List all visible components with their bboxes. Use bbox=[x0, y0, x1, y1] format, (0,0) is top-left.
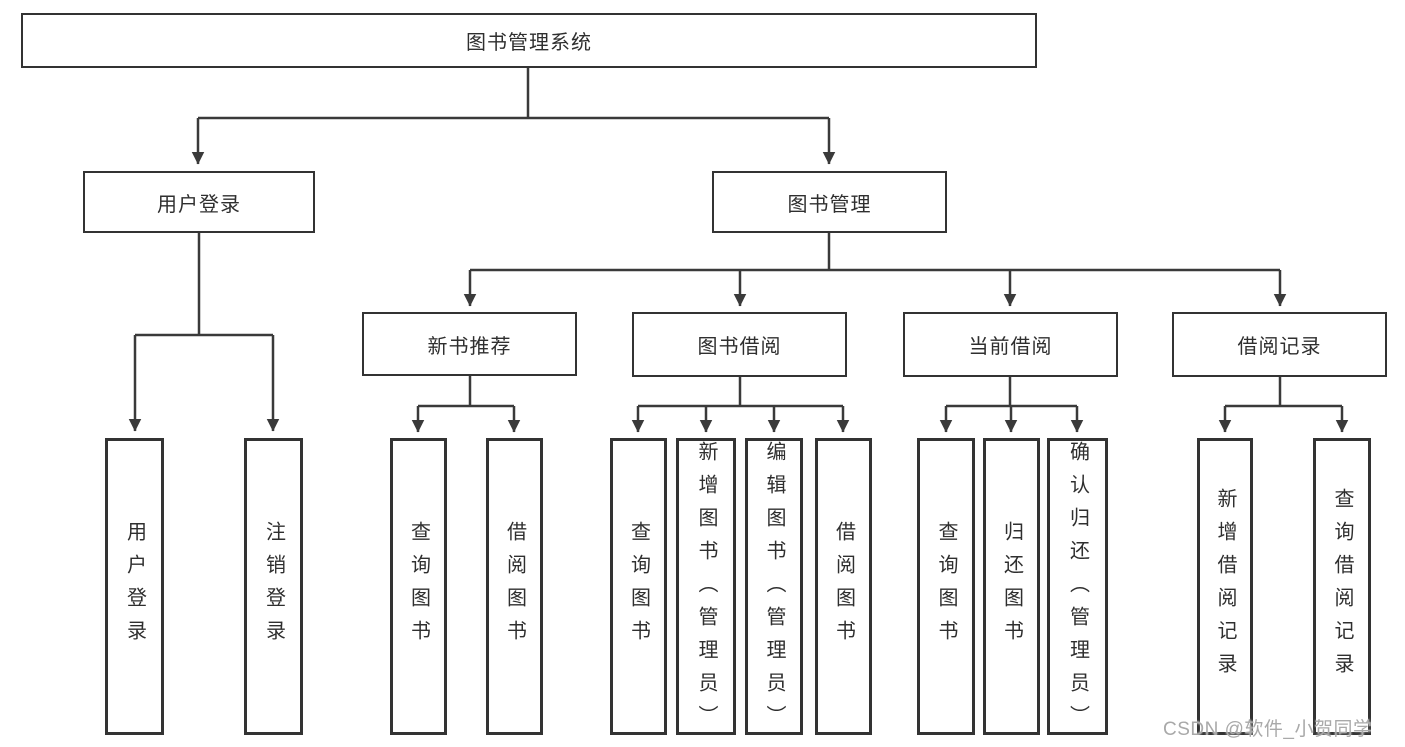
leaf-records-query-record: 查询借阅记录 bbox=[1313, 438, 1371, 735]
node-new-book-recommend: 新书推荐 bbox=[362, 312, 577, 376]
leaf-records-add-record: 新增借阅记录 bbox=[1197, 438, 1253, 735]
node-root-library-system: 图书管理系统 bbox=[21, 13, 1037, 68]
leaf-logout: 注销登录 bbox=[244, 438, 303, 735]
node-current-borrowing: 当前借阅 bbox=[903, 312, 1118, 377]
node-borrowing-records: 借阅记录 bbox=[1172, 312, 1387, 377]
connector-borrowing-records-split bbox=[1218, 376, 1349, 433]
leaf-current-return-books: 归还图书 bbox=[983, 438, 1040, 735]
connector-root-split bbox=[191, 68, 836, 165]
connector-new-book-split bbox=[411, 376, 521, 433]
node-user-login: 用户登录 bbox=[83, 171, 315, 233]
node-book-management: 图书管理 bbox=[712, 171, 947, 233]
leaf-user-login: 用户登录 bbox=[105, 438, 164, 735]
leaf-borrowing-query-books: 查询图书 bbox=[610, 438, 667, 735]
leaf-newbook-query-books: 查询图书 bbox=[390, 438, 447, 735]
connector-current-borrowing-split bbox=[939, 376, 1084, 433]
leaf-current-query-books: 查询图书 bbox=[917, 438, 975, 735]
leaf-borrowing-edit-books-admin: 编辑图书（管理员） bbox=[745, 438, 803, 738]
connector-book-management-split bbox=[463, 233, 1287, 307]
node-book-borrowing: 图书借阅 bbox=[632, 312, 847, 377]
leaf-borrowing-add-books-admin: 新增图书（管理员） bbox=[676, 438, 736, 738]
leaf-borrowing-borrow-books: 借阅图书 bbox=[815, 438, 872, 735]
connector-user-login-split bbox=[128, 233, 280, 432]
connector-book-borrowing-split bbox=[631, 376, 850, 433]
leaf-newbook-borrow-books: 借阅图书 bbox=[486, 438, 543, 735]
leaf-current-confirm-return-admin: 确认归还（管理员） bbox=[1047, 438, 1108, 738]
csdn-watermark: CSDN @软件_小贺同学 bbox=[1163, 719, 1373, 740]
